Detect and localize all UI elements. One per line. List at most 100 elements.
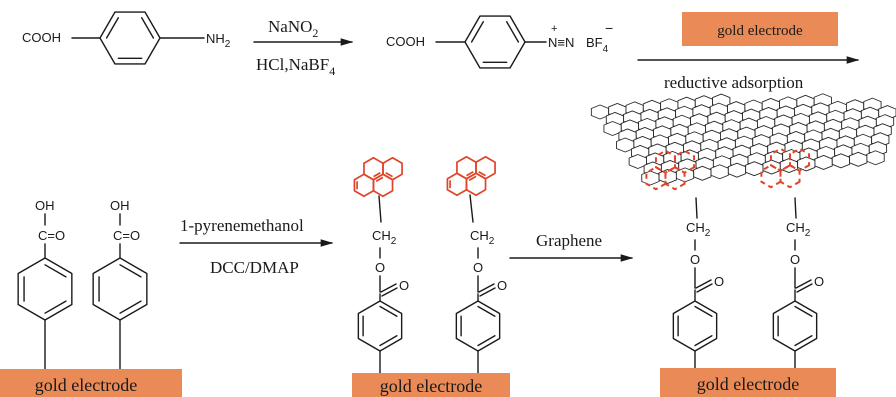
- carbonyl-o-label: O: [814, 274, 824, 289]
- diazonium-charge: +: [551, 23, 557, 35]
- ring-double-bond: [470, 21, 484, 43]
- carbonyl-double-bond: [478, 283, 495, 293]
- oh-label: OH: [35, 198, 55, 213]
- graphene-cell: [849, 151, 868, 167]
- pyrene-ring: [779, 164, 801, 189]
- benzene-ring: [99, 11, 161, 65]
- graphene-ester-chain-left: CH2 O O: [672, 197, 724, 369]
- ring-double-bond: [105, 17, 120, 39]
- ring-outline: [672, 300, 718, 352]
- cooh-label: COOH: [22, 30, 61, 45]
- ring-double-bond: [694, 305, 713, 317]
- pyrene-ring: [760, 164, 782, 189]
- surface-bound-acids: OH C=O OH C=O gold electrode: [0, 198, 182, 397]
- graphene-cell: [710, 164, 729, 180]
- graphene-cell: [745, 161, 764, 177]
- bf4-label: BF4: [586, 35, 609, 55]
- carbonyl-label: C=O: [113, 228, 140, 243]
- ring-outline: [99, 11, 161, 65]
- ring-double-bond: [140, 17, 155, 39]
- carbonyl-o-label: O: [497, 278, 507, 293]
- step3-reagent-dcc: DCC/DMAP: [210, 258, 299, 277]
- pyrene-double-bond: [373, 171, 381, 178]
- pyrene-double-bond: [375, 176, 384, 183]
- benzene-ring: [92, 257, 148, 321]
- electrode-label-top: gold electrode: [717, 23, 803, 39]
- ring-double-bond: [794, 335, 813, 347]
- ring-double-bond: [119, 300, 142, 314]
- ring-outline: [464, 15, 526, 69]
- electrode-label-2: gold electrode: [380, 376, 482, 396]
- pyrene-ring: [664, 166, 686, 191]
- diazonium-salt: COOH + N≡N BF4 −: [386, 15, 613, 69]
- graphene-assembly: CH2 O O CH2 O O gold electrode: [590, 93, 896, 397]
- pyrene-ring: [645, 166, 667, 191]
- nh2-label: NH2: [206, 31, 231, 50]
- ring-double-bond: [44, 300, 67, 314]
- benzene-ring: [772, 300, 818, 352]
- graphene-cell: [762, 159, 781, 175]
- ring-double-bond: [44, 264, 67, 278]
- diazonium-group: N≡N: [548, 35, 574, 50]
- carbonyl-label: C=O: [38, 228, 65, 243]
- graphene-cell: [866, 150, 885, 166]
- ring-double-bond: [379, 335, 398, 347]
- pyrene-icon: [760, 147, 811, 189]
- benzene-ring: [455, 300, 501, 352]
- step2-label: reductive adsorption: [664, 73, 804, 92]
- graphene-cell: [641, 170, 660, 186]
- step1-reagent-nano2: NaNO2: [268, 17, 318, 40]
- electrode-bar-1: [0, 369, 182, 397]
- graphene-cell: [831, 153, 851, 169]
- ring-double-bond: [119, 264, 142, 278]
- aminobenzoic-acid: COOH NH2: [22, 11, 231, 65]
- pyrene-ch2-bond: [378, 195, 382, 223]
- cooh-label: COOH: [386, 34, 425, 49]
- step2-arrow-group: gold electrode reductive adsorption: [637, 12, 860, 92]
- benzene-ring: [357, 300, 403, 352]
- graphene-ch2-bond: [794, 197, 797, 219]
- benzene-ring: [672, 300, 718, 352]
- pyrene-stacked-right: [760, 147, 811, 189]
- ch2-label: CH2: [470, 228, 495, 247]
- step1-reagent-hcl: HCl,NaBF4: [256, 55, 335, 78]
- carbonyl-double-bond: [695, 279, 712, 289]
- pyrene-stacked-left: [645, 149, 696, 191]
- electrode-label-1: gold electrode: [35, 375, 137, 395]
- graphene-ester-chain-right: CH2 O O: [772, 197, 824, 369]
- pyrene-ester-chain-right: CH2 O O: [446, 155, 507, 374]
- pyrene-icon: [645, 149, 696, 191]
- pyrene-icon: [353, 156, 403, 198]
- ring-double-bond: [794, 305, 813, 317]
- ch2-label: CH2: [686, 220, 711, 239]
- electrode-label-3: gold electrode: [697, 374, 799, 394]
- ester-o-label: O: [375, 260, 385, 275]
- graphene-cell: [658, 168, 677, 184]
- pyrene-double-bond: [468, 175, 477, 182]
- step3-reagent-pyrenemethanol: 1-pyrenemethanol: [180, 216, 304, 235]
- electrode-bar-3: [660, 368, 836, 397]
- pyrene-ch2-bond: [469, 194, 474, 223]
- graphene-cell: [814, 154, 833, 170]
- pyrene-ring: [465, 172, 487, 197]
- carbonyl-o-label: O: [714, 274, 724, 289]
- pyrene-ring: [372, 173, 394, 198]
- step4-reagent-graphene: Graphene: [536, 231, 602, 250]
- oh-label: OH: [110, 198, 130, 213]
- ch2-label: CH2: [786, 220, 811, 239]
- electrode-bar-top: [682, 12, 838, 46]
- carbonyl-double-bond: [381, 287, 398, 297]
- ch2-label: CH2: [372, 228, 397, 247]
- step4-arrow-group: Graphene: [509, 231, 634, 262]
- step1-arrow-group: NaNO2 HCl,NaBF4: [253, 17, 354, 78]
- graphene-cell: [727, 162, 747, 178]
- carbonyl-double-bond: [696, 283, 713, 293]
- ring-outline: [17, 257, 73, 321]
- ring-double-bond: [477, 305, 496, 317]
- acid-chain-left: OH C=O: [17, 198, 73, 371]
- carbonyl-double-bond: [796, 283, 813, 293]
- ester-o-label: O: [690, 252, 700, 267]
- step3-arrow-group: 1-pyrenemethanol DCC/DMAP: [179, 216, 334, 277]
- graphene-cell: [797, 156, 816, 172]
